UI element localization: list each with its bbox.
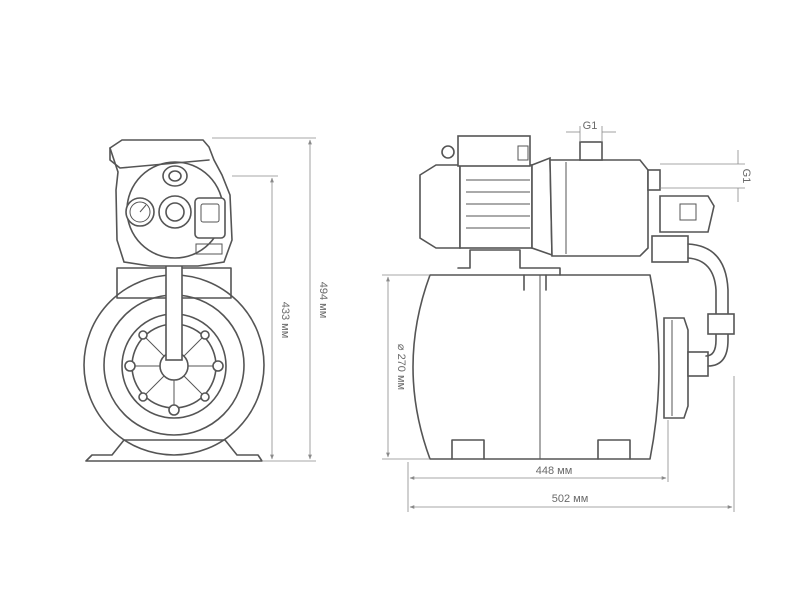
membrane-flange <box>121 313 227 419</box>
dim-label-433: 433 мм <box>279 302 291 339</box>
side-flange <box>663 317 689 419</box>
motor-shroud <box>531 156 553 257</box>
top-outlet <box>579 141 603 161</box>
side-tank <box>412 274 660 460</box>
filler-plug <box>162 165 188 187</box>
pump-housing <box>549 159 649 257</box>
outlet-connector <box>158 195 192 229</box>
motor-body <box>459 164 533 249</box>
side-dimensions: G1 G1 ⌀ 270 мм 448 мм 502 мм <box>382 120 752 512</box>
pressure-switch <box>194 197 226 239</box>
dim-label-270: ⌀ 270 мм <box>395 344 407 390</box>
side-valve <box>687 351 709 377</box>
side-view <box>412 135 735 460</box>
front-base <box>85 439 263 462</box>
hose-fitting <box>707 313 735 335</box>
connection-block <box>651 235 689 263</box>
front-pump-cap <box>109 147 210 169</box>
flex-hose <box>687 243 729 367</box>
tank-foot-right <box>597 439 631 460</box>
pump-mount <box>457 249 561 276</box>
dim-label-494: 494 мм <box>317 282 329 319</box>
terminal-box <box>457 135 531 167</box>
side-inlet <box>647 169 661 191</box>
dim-label-448: 448 мм <box>536 465 573 477</box>
dim-label-g1-side: G1 <box>740 169 752 184</box>
dim-label-g1-top: G1 <box>583 120 598 132</box>
side-pressure-switch <box>659 195 715 233</box>
label-plate <box>195 243 223 255</box>
front-view <box>83 139 265 462</box>
tank-foot-left <box>451 439 485 460</box>
cable-gland <box>441 145 455 159</box>
dim-label-502: 502 мм <box>552 493 589 505</box>
motor-endcap <box>419 164 461 249</box>
front-dimensions: 494 мм 433 мм <box>212 137 329 462</box>
